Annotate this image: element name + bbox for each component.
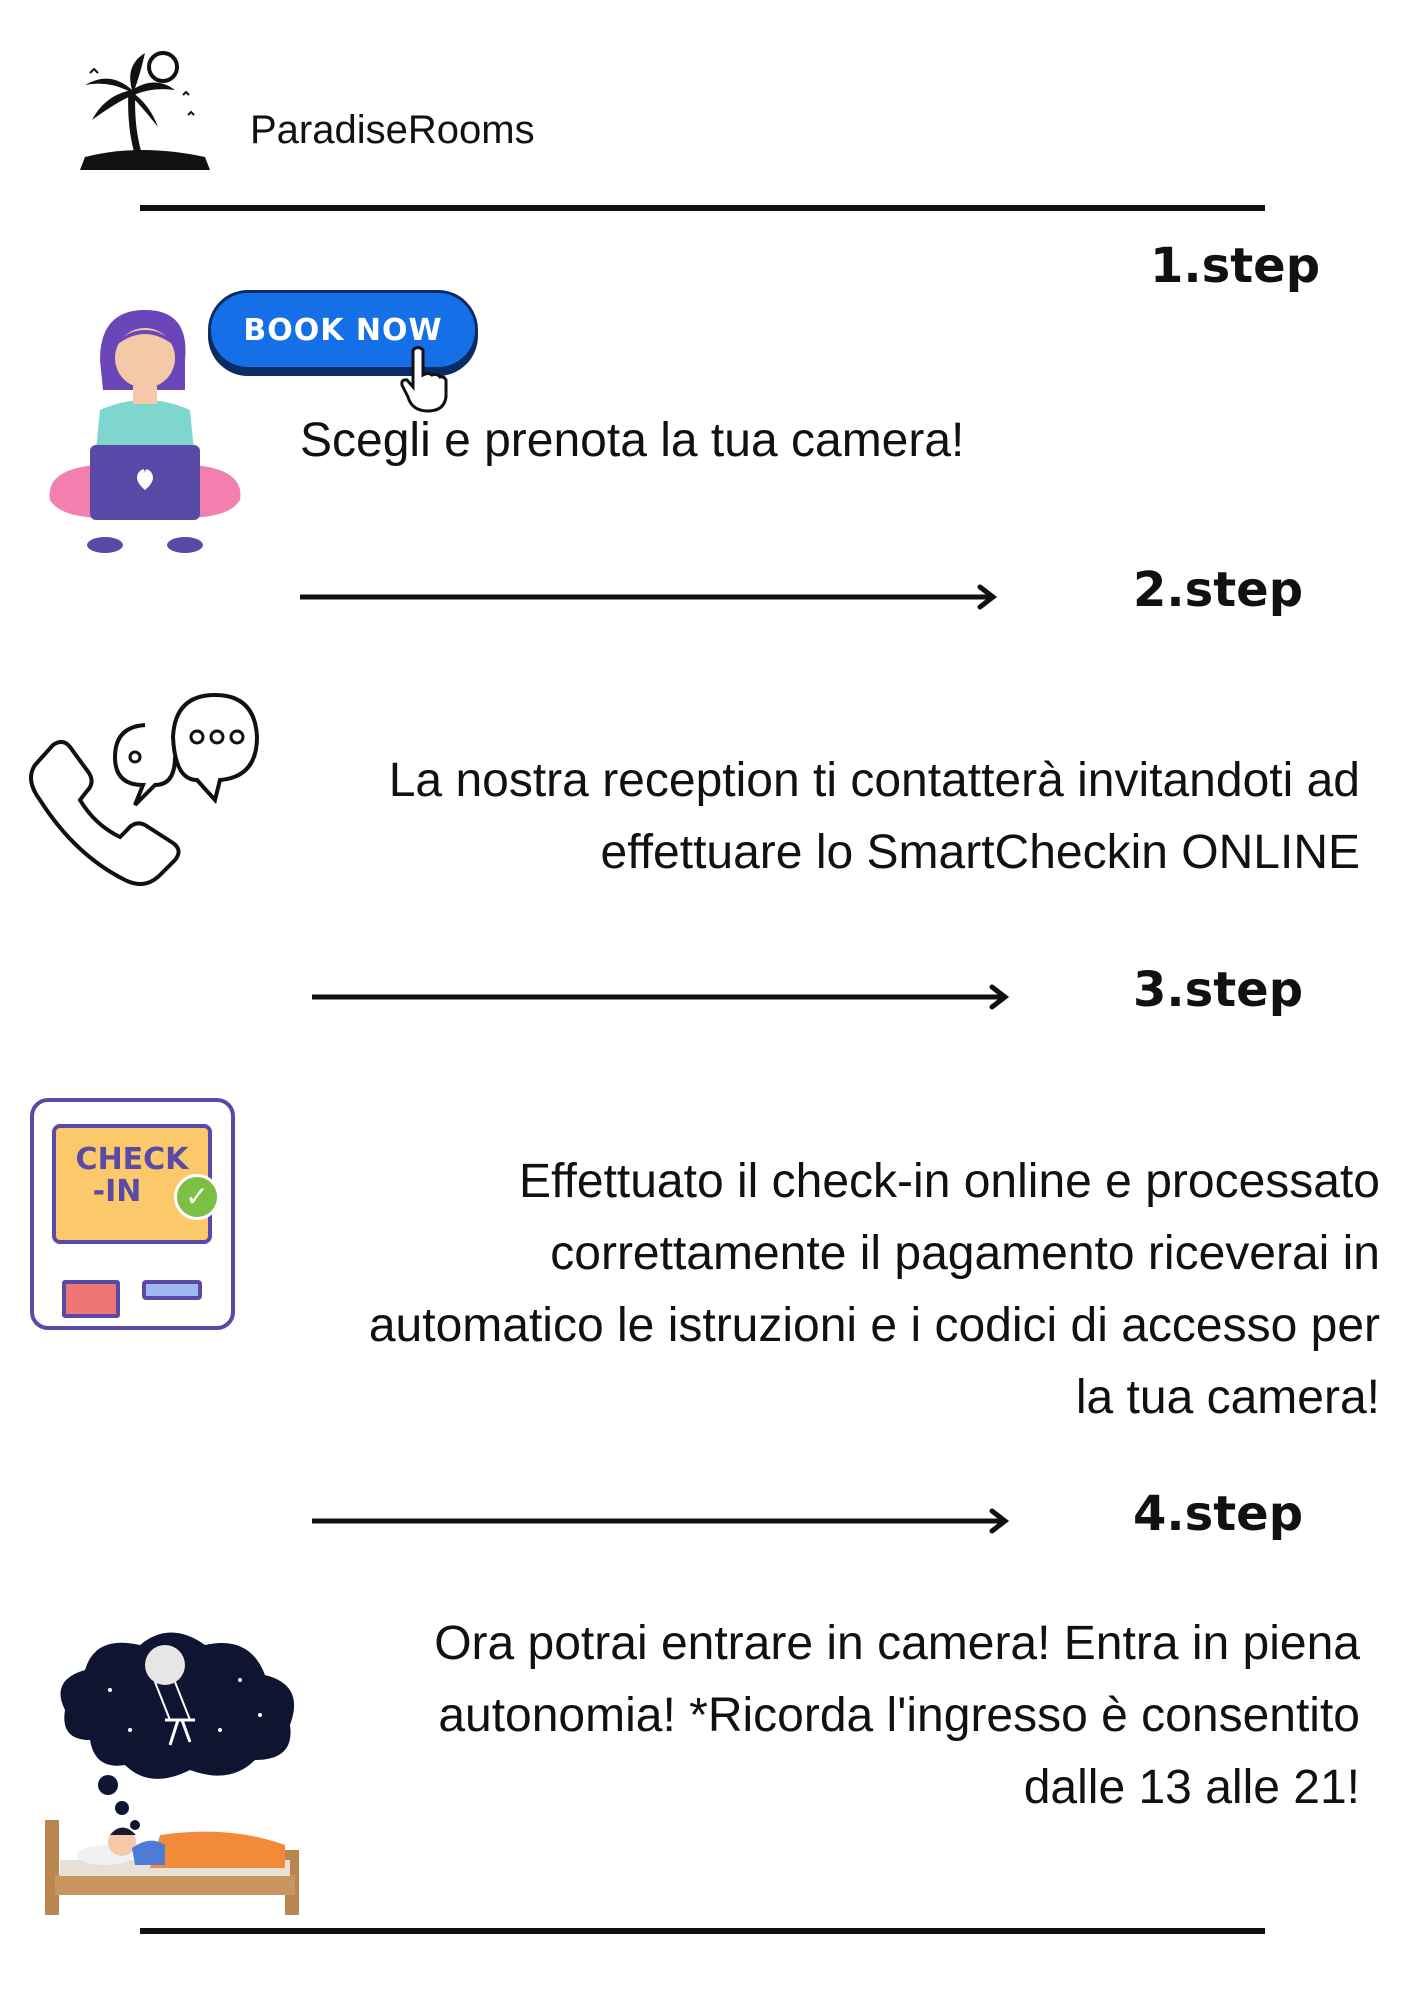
bottom-divider: [140, 1928, 1265, 1934]
step-2-line-1: La nostra reception ti contatterà invita…: [388, 754, 1360, 807]
step-2-line-2: effettuare lo SmartCheckin ONLINE: [600, 826, 1360, 879]
step-1-line-1: Scegli e prenota la tua camera!: [300, 414, 965, 467]
check-badge-icon: ✓: [174, 1174, 220, 1220]
step-3-label: 3.step: [1133, 962, 1304, 1018]
brand-name: ParadiseRooms: [250, 108, 535, 152]
step-3-line-3: automatico le istruzioni e i codici di a…: [368, 1299, 1380, 1352]
step-3-line-1: Effettuato il check-in online e processa…: [519, 1155, 1380, 1208]
pointer-hand-icon: [400, 346, 448, 413]
step-4-line-1: Ora potrai entrare in camera! Entra in p…: [434, 1617, 1360, 1670]
step-2-text: La nostra reception ti contatterà invita…: [290, 745, 1360, 889]
step-3-line-4: la tua camera!: [1075, 1371, 1380, 1424]
step-2-arrow: [300, 584, 998, 610]
top-divider: [140, 205, 1265, 211]
checkin-kiosk-icon: CHECK -IN ✓: [30, 1098, 235, 1330]
step-4-text: Ora potrai entrare in camera! Entra in p…: [330, 1608, 1360, 1824]
step-1-text: Scegli e prenota la tua camera!: [300, 405, 1070, 477]
step-4-line-2: autonomia! *Ricorda l'ingresso è consent…: [438, 1689, 1360, 1742]
kiosk-check-label: CHECK -IN: [75, 1142, 189, 1209]
step-2-label: 2.step: [1133, 562, 1304, 618]
sleeping-dream-icon: [45, 1632, 299, 1915]
step-3-text: Effettuato il check-in online e processa…: [250, 1146, 1380, 1434]
step-4-line-3: dalle 13 alle 21!: [1023, 1761, 1360, 1814]
phone-chat-icon: [29, 692, 260, 886]
kiosk-red-button: [62, 1280, 120, 1318]
step-4-label: 4.step: [1133, 1486, 1304, 1542]
kiosk-blue-slot: [142, 1280, 202, 1300]
step-4-arrow: [312, 1508, 1010, 1534]
step-1-label: 1.step: [1150, 238, 1321, 294]
step-3-line-2: correttamente il pagamento riceverai in: [550, 1227, 1380, 1280]
woman-laptop-icon: [49, 310, 241, 553]
step-3-arrow: [312, 984, 1010, 1010]
book-now-button[interactable]: BOOK NOW: [208, 290, 478, 370]
palm-island-icon: [80, 51, 210, 170]
